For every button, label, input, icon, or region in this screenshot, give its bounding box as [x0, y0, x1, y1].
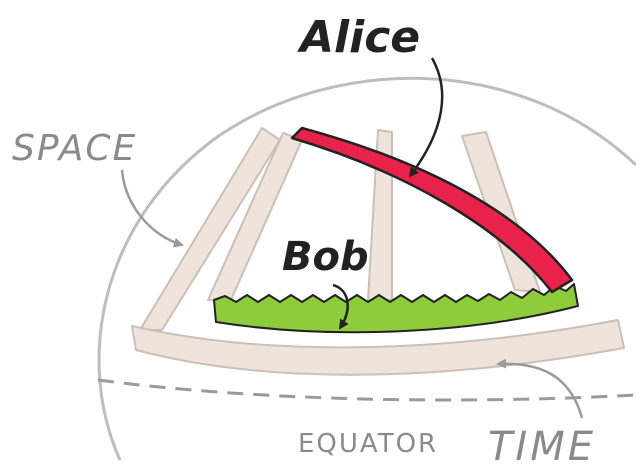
time-arrow — [498, 364, 582, 418]
equator-line — [98, 380, 636, 400]
equator-label: EQUATOR — [298, 429, 438, 459]
alice-label: Alice — [297, 12, 420, 63]
alice-arrow — [410, 58, 442, 176]
space-label: SPACE — [12, 128, 137, 169]
time-label: TIME — [488, 424, 596, 466]
bob-label: Bob — [282, 234, 369, 280]
